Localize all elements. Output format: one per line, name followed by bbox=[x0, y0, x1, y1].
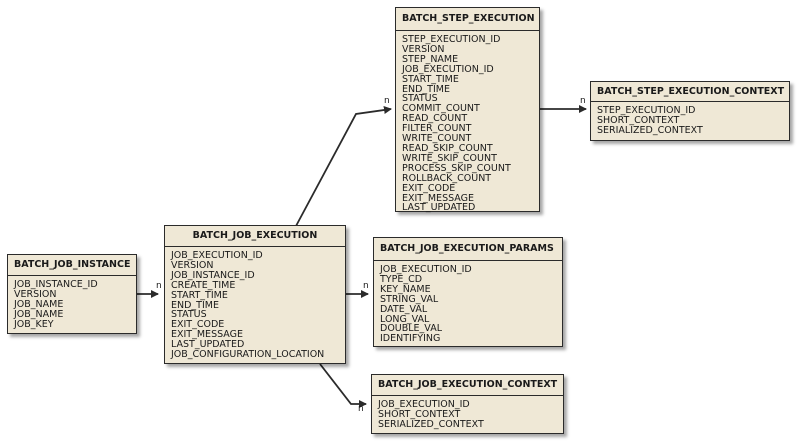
column-field: SERIALIZED_CONTEXT bbox=[597, 124, 703, 136]
column-field: LAST_UPDATED bbox=[402, 202, 476, 214]
column-field: JOB_INSTANCE_ID bbox=[171, 269, 255, 281]
column-field: COMMIT_COUNT bbox=[402, 103, 480, 115]
column-field: JOB_EXECUTION_ID bbox=[378, 399, 470, 410]
column-field: STATUS bbox=[171, 309, 207, 321]
column-field: LONG_VAL bbox=[380, 313, 430, 325]
entity-batch-job-execution-params[interactable]: BATCH_JOB_EXECUTION_PARAMS JOB_EXECUTION… bbox=[373, 237, 563, 347]
column-field: STEP_EXECUTION_ID bbox=[597, 105, 696, 116]
column-field: TYPE_CD bbox=[380, 273, 423, 285]
entity-batch-step-execution-context[interactable]: BATCH_STEP_EXECUTION_CONTEXT STEP_EXECUT… bbox=[590, 81, 790, 141]
multiplicity-label: n bbox=[363, 281, 369, 291]
column-field: VERSION bbox=[171, 259, 214, 271]
column-field: SHORT_CONTEXT bbox=[378, 408, 461, 420]
edge-execution-to-context bbox=[319, 363, 367, 408]
multiplicity-label: n bbox=[580, 96, 586, 106]
column-field: READ_COUNT bbox=[402, 113, 468, 125]
column-field: END_TIME bbox=[171, 299, 219, 311]
column-field: ROLLBACK_COUNT bbox=[402, 172, 492, 184]
column-field: FILTER_COUNT bbox=[402, 123, 472, 135]
column-field: PROCESS_SKIP_COUNT bbox=[402, 162, 511, 174]
column-field: JOB_EXECUTION_ID bbox=[402, 63, 494, 75]
column-field: VERSION bbox=[14, 288, 57, 300]
multiplicity-label: n bbox=[358, 404, 364, 414]
column-field: SHORT_CONTEXT bbox=[597, 114, 680, 126]
column-field: JOB_NAME bbox=[14, 308, 64, 320]
column-field: STEP_NAME bbox=[402, 53, 459, 65]
column-field: STEP_EXECUTION_ID bbox=[402, 34, 501, 45]
column-field: EXIT_CODE bbox=[402, 182, 456, 194]
column-field: JOB_NAME bbox=[14, 298, 64, 310]
column-field: EXIT_MESSAGE bbox=[171, 329, 243, 341]
column-field: EXIT_MESSAGE bbox=[402, 192, 474, 204]
column-field: START_TIME bbox=[402, 73, 459, 85]
column-field: DOUBLE_VAL bbox=[380, 323, 442, 335]
column-field: EXIT_CODE bbox=[171, 319, 225, 331]
column-field: IDENTIFYING bbox=[380, 333, 441, 345]
column-field: READ_SKIP_COUNT bbox=[402, 142, 493, 154]
column-field: START_TIME bbox=[171, 289, 228, 301]
multiplicity-label: n bbox=[384, 96, 390, 106]
column-field: WRITE_COUNT bbox=[402, 133, 472, 145]
entity-title: BATCH_STEP_EXECUTION_CONTEXT bbox=[591, 82, 789, 102]
column-field: JOB_EXECUTION_ID bbox=[171, 250, 263, 261]
entity-title: BATCH_JOB_EXECUTION bbox=[165, 226, 345, 247]
edge-execution-to-step bbox=[295, 106, 392, 227]
multiplicity-label: n bbox=[156, 281, 162, 291]
entity-title: BATCH_JOB_INSTANCE bbox=[8, 255, 136, 276]
column-field: DATE_VAL bbox=[380, 303, 428, 315]
column-field: JOB_KEY bbox=[14, 318, 54, 330]
column-field: CREATE_TIME bbox=[171, 279, 236, 291]
column-field: KEY_NAME bbox=[380, 283, 431, 295]
column-field: STATUS bbox=[402, 93, 438, 105]
column-field: VERSION bbox=[402, 43, 445, 55]
entity-batch-job-execution-context[interactable]: BATCH_JOB_EXECUTION_CONTEXT JOB_EXECUTIO… bbox=[371, 374, 564, 434]
column-field: WRITE_SKIP_COUNT bbox=[402, 152, 497, 164]
column-field: SERIALIZED_CONTEXT bbox=[378, 418, 484, 430]
column-field: JOB_EXECUTION_ID bbox=[380, 264, 472, 275]
entity-title: BATCH_STEP_EXECUTION bbox=[396, 8, 539, 31]
column-field: JOB_CONFIGURATION_LOCATION bbox=[171, 349, 325, 361]
column-field: STRING_VAL bbox=[380, 293, 439, 305]
entity-title: BATCH_JOB_EXECUTION_CONTEXT bbox=[372, 375, 563, 396]
column-field: LAST_UPDATED bbox=[171, 339, 245, 351]
column-field: JOB_INSTANCE_ID bbox=[14, 279, 98, 290]
entity-title: BATCH_JOB_EXECUTION_PARAMS bbox=[374, 238, 562, 261]
column-field: END_TIME bbox=[402, 83, 450, 95]
